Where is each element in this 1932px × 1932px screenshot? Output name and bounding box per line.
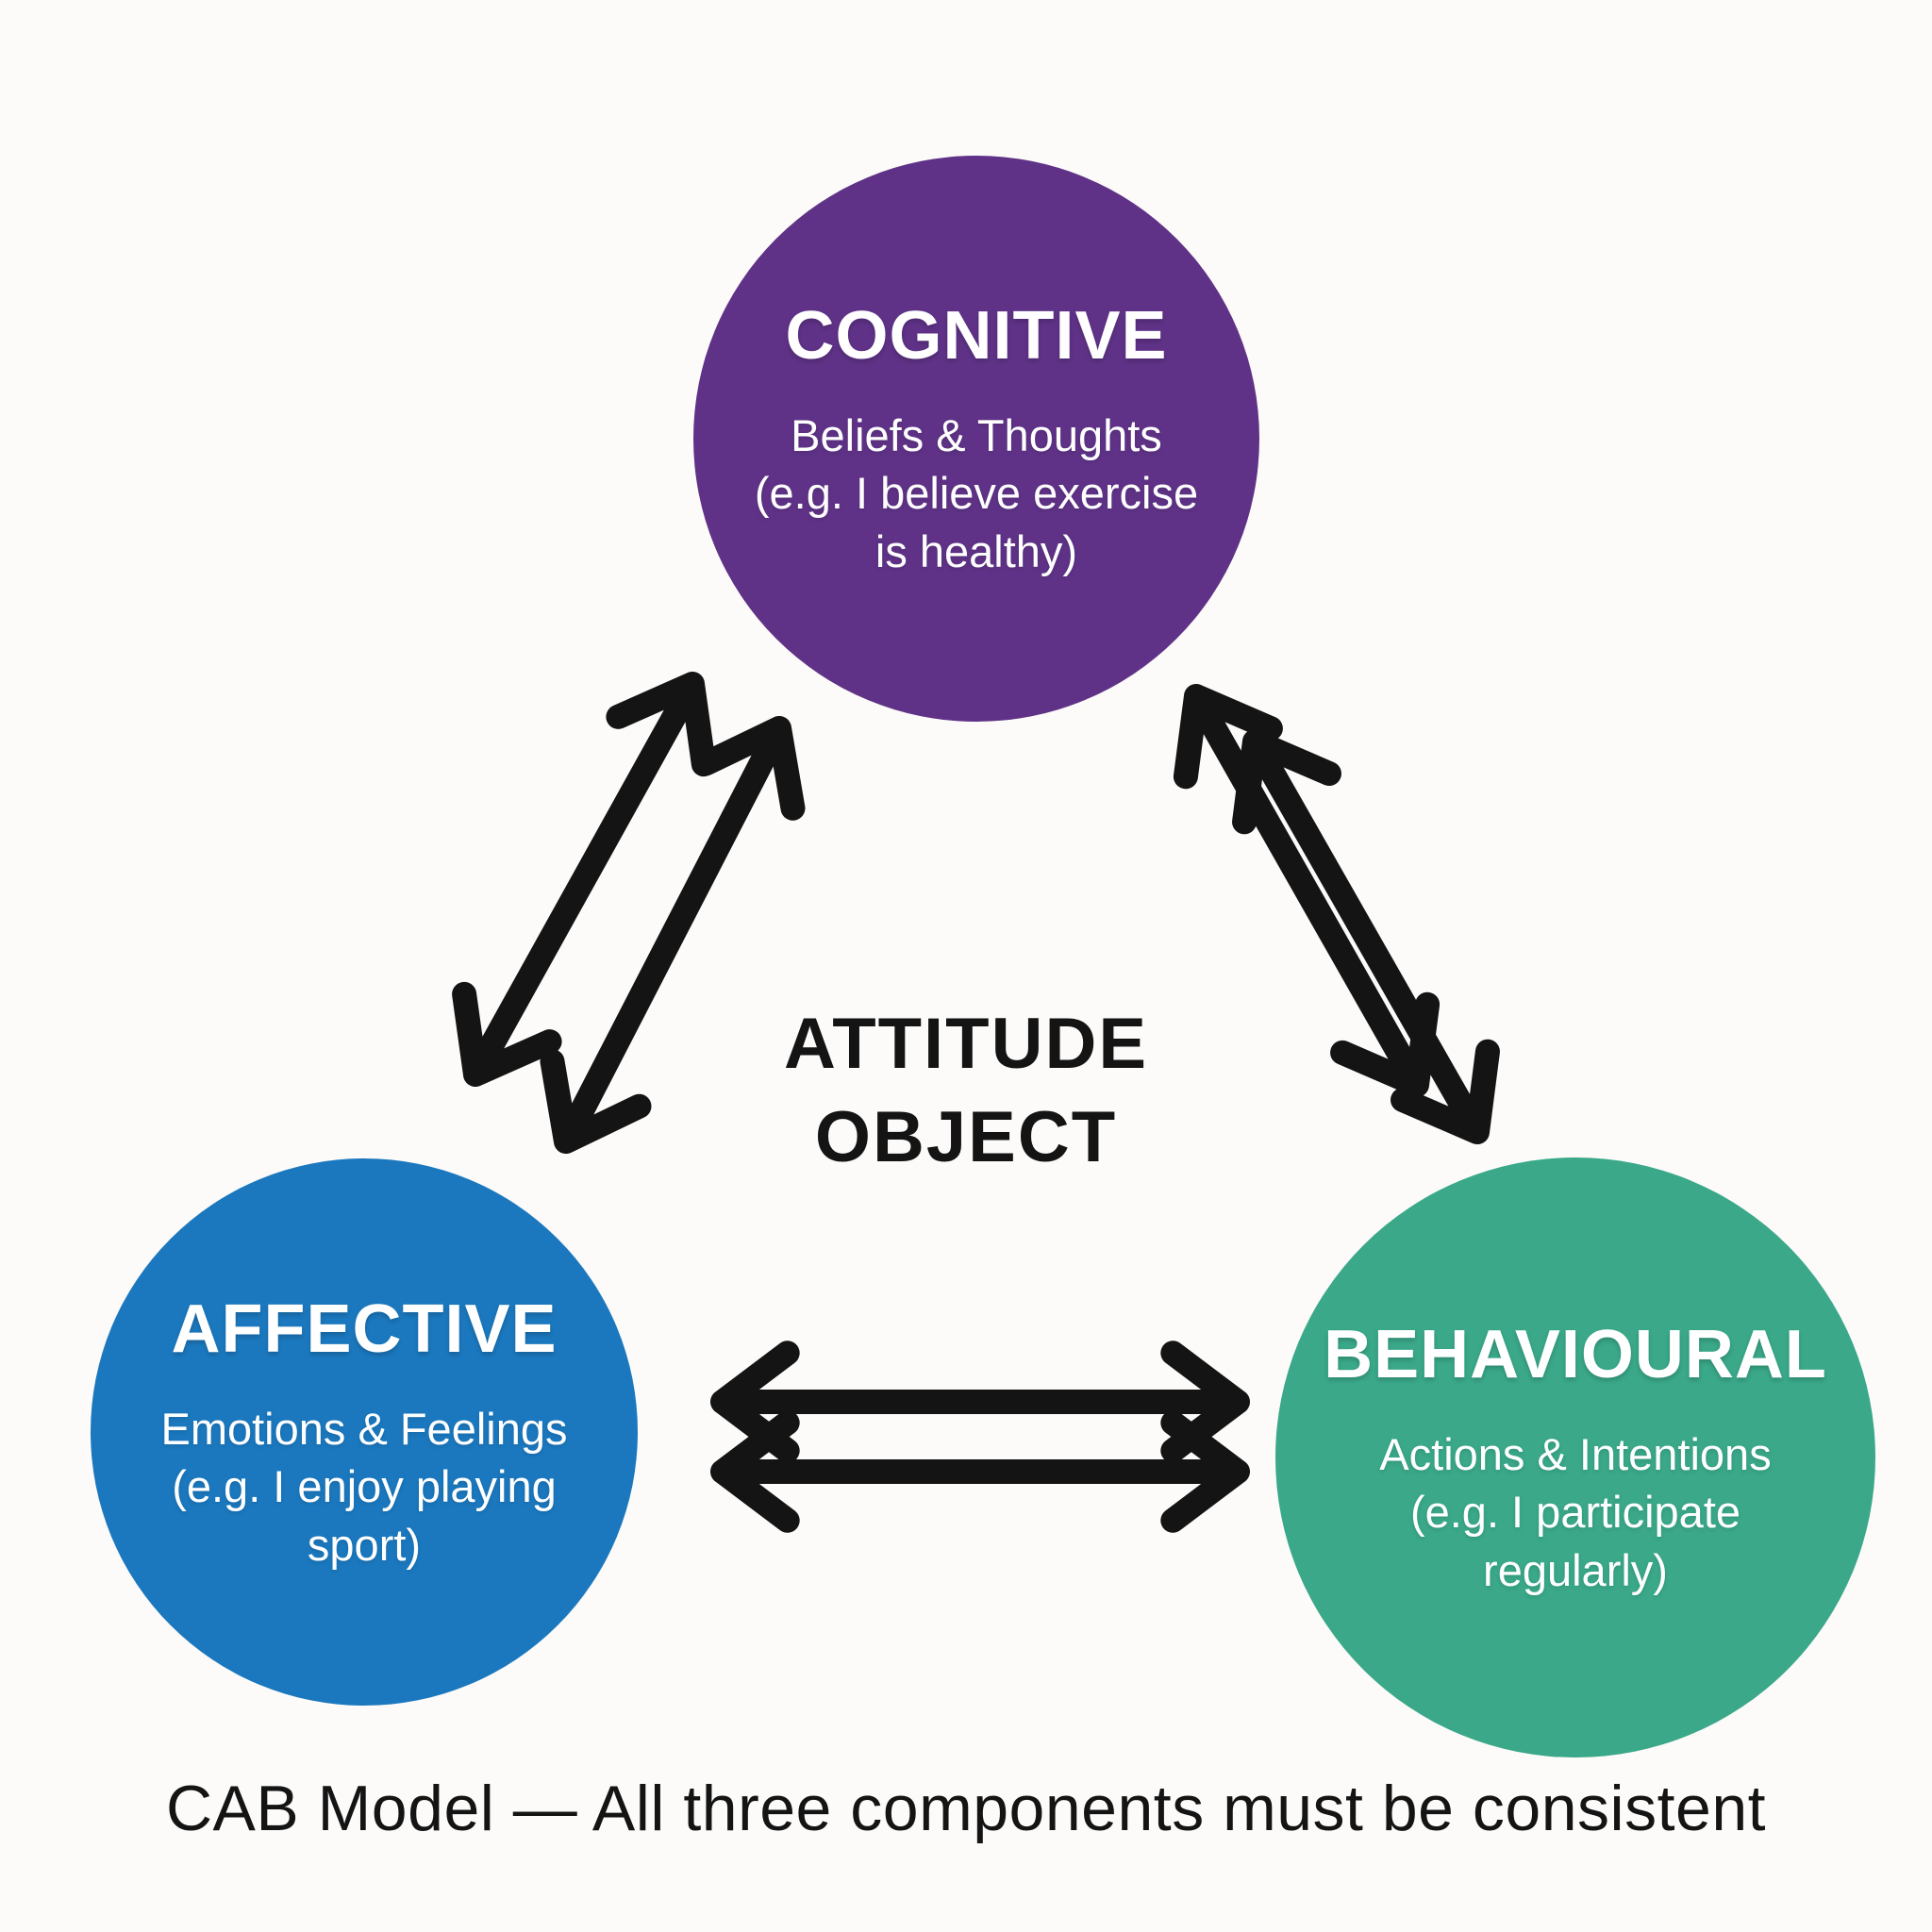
arrow-cognitive-affective-1 <box>452 672 716 1087</box>
node-affective-body-line-1: Emotions & Feelings <box>160 1404 568 1455</box>
attitude-object-label: ATTITUDE OBJECT <box>589 998 1343 1185</box>
attitude-object-line-2: OBJECT <box>814 1096 1118 1177</box>
arrow-cognitive-behavioural-2 <box>1232 729 1500 1144</box>
node-behavioural: BEHAVIOURAL Actions & Intentions (e.g. I… <box>1275 1158 1875 1757</box>
arrow-cognitive-behavioural-1 <box>1173 684 1441 1097</box>
node-behavioural-body-line-1: Actions & Intentions <box>1379 1429 1772 1480</box>
node-cognitive-title: COGNITIVE <box>785 298 1168 375</box>
node-affective: AFFECTIVE Emotions & Feelings (e.g. I en… <box>91 1158 638 1706</box>
arrow-affective-behavioural-1 <box>710 1341 1250 1463</box>
node-behavioural-body: Actions & Intentions (e.g. I participate… <box>1379 1425 1771 1598</box>
node-behavioural-title: BEHAVIOURAL <box>1324 1317 1827 1393</box>
attitude-object-line-1: ATTITUDE <box>783 1004 1149 1084</box>
caption: CAB Model — All three components must be… <box>165 1773 1767 1844</box>
node-cognitive-body-line-1: Beliefs & Thoughts <box>791 410 1162 461</box>
node-behavioural-body-line-3: regularly) <box>1483 1544 1668 1595</box>
node-affective-body-line-3: sport) <box>307 1519 422 1570</box>
node-cognitive: COGNITIVE Beliefs & Thoughts (e.g. I bel… <box>693 156 1259 722</box>
node-cognitive-body: Beliefs & Thoughts (e.g. I believe exerc… <box>755 407 1198 579</box>
node-cognitive-body-line-3: is healthy) <box>874 525 1078 576</box>
node-affective-title: AFFECTIVE <box>171 1291 558 1368</box>
arrow-affective-behavioural-2 <box>710 1410 1250 1533</box>
node-affective-body-line-2: (e.g. I enjoy playing <box>172 1461 557 1512</box>
arrow-cognitive-affective-2 <box>540 716 806 1154</box>
node-affective-body: Emotions & Feelings (e.g. I enjoy playin… <box>160 1400 567 1573</box>
node-behavioural-body-line-2: (e.g. I participate <box>1409 1487 1741 1538</box>
node-cognitive-body-line-2: (e.g. I believe exercise <box>754 468 1199 519</box>
